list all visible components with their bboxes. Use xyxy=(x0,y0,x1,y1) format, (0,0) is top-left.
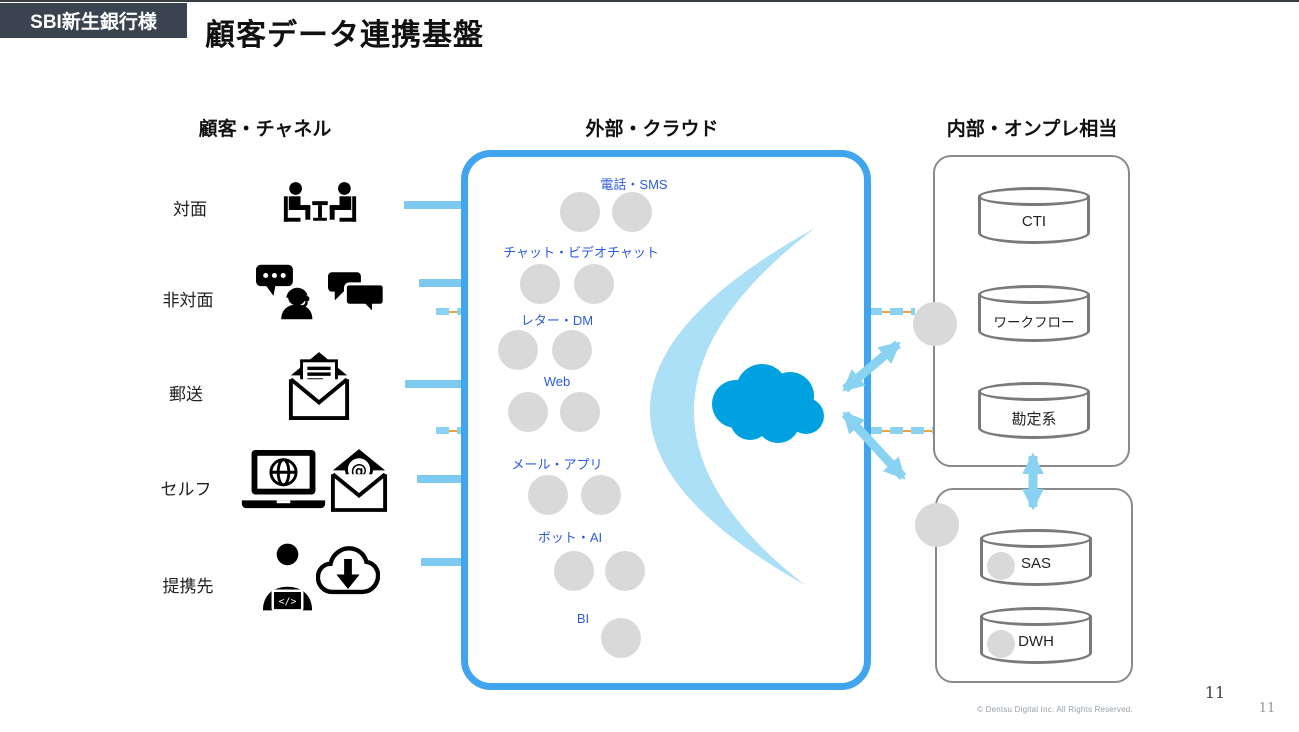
service-label-phone-sms: 電話・SMS xyxy=(600,177,668,192)
service-label-web: Web xyxy=(543,374,571,389)
service-circle xyxy=(560,392,600,432)
service-circle xyxy=(605,551,645,591)
laptop-globe-icon xyxy=(241,450,326,510)
page-number-secondary: 11 xyxy=(1258,701,1276,716)
service-label-chat: チャット・ビデオチャット xyxy=(503,245,659,260)
service-circle xyxy=(498,330,538,370)
cloud-download-icon xyxy=(316,545,380,602)
at-envelope-icon: @ xyxy=(330,448,388,514)
service-circle xyxy=(574,264,614,304)
service-circle xyxy=(528,475,568,515)
column-header-cloud: 外部・クラウド xyxy=(585,119,719,140)
service-circle xyxy=(552,330,592,370)
dwh-label: DWH xyxy=(1018,633,1054,650)
channel-label-taimen: 対面 xyxy=(173,200,207,219)
gateway-circle-top xyxy=(913,302,957,346)
service-circle xyxy=(520,264,560,304)
column-header-internal: 内部・オンプレ相当 xyxy=(946,119,1118,140)
slide-top-border xyxy=(0,0,1299,2)
service-label-mail-app: メール・アプリ xyxy=(511,457,603,472)
chat-bubbles-icon xyxy=(328,272,388,319)
svg-text:</>: </> xyxy=(279,597,297,608)
service-circle xyxy=(601,618,641,658)
page-number: 11 xyxy=(1204,683,1226,702)
dashed-link-left-2 xyxy=(436,427,462,434)
open-mail-icon xyxy=(287,352,351,422)
client-badge: SBI新生銀行様 xyxy=(0,3,187,38)
sas-database: SAS xyxy=(980,529,1092,586)
service-circle xyxy=(508,392,548,432)
workflow-label: ワークフロー xyxy=(993,315,1075,330)
accounting-label: 勘定系 xyxy=(1011,411,1057,428)
service-circle xyxy=(581,475,621,515)
cti-database: CTI xyxy=(978,187,1090,244)
dashed-link-right-2 xyxy=(869,427,939,434)
copyright-text: © Dentsu Digital Inc. All Rights Reserve… xyxy=(977,705,1133,714)
connector-yuso xyxy=(405,380,464,388)
dwh-node-circle xyxy=(987,630,1015,658)
internal-bottom-box: SAS DWH xyxy=(935,488,1133,683)
workflow-database: ワークフロー xyxy=(978,285,1090,342)
dwh-database: DWH xyxy=(980,607,1092,664)
channel-label-yuso: 郵送 xyxy=(169,385,203,404)
service-label-letter-dm: レター・DM xyxy=(520,313,594,328)
connector-teikei xyxy=(421,558,464,566)
connector-self xyxy=(417,475,464,483)
gateway-circle-bottom xyxy=(915,503,959,547)
developer-icon: </> xyxy=(259,541,316,611)
accounting-database: 勘定系 xyxy=(978,382,1090,439)
service-circle xyxy=(612,192,652,232)
service-label-bot-ai: ボット・AI xyxy=(537,530,603,545)
service-label-bi: BI xyxy=(576,611,590,626)
support-agent-icon xyxy=(256,264,324,320)
salesforce-wordmark: salesforce xyxy=(727,395,809,414)
dashed-link-right-1 xyxy=(869,308,915,315)
page-title: 顧客データ連携基盤 xyxy=(205,19,484,52)
meeting-icon xyxy=(280,180,360,238)
channel-label-teikei: 提携先 xyxy=(162,577,214,596)
connector-hitaimen xyxy=(419,279,464,287)
service-circle xyxy=(554,551,594,591)
service-circle xyxy=(560,192,600,232)
sas-label: SAS xyxy=(1020,555,1051,572)
channel-label-self: セルフ xyxy=(160,480,212,499)
internal-top-box: CTI ワークフロー 勘定系 xyxy=(933,155,1130,467)
column-header-channels: 顧客・チャネル xyxy=(198,119,332,140)
connector-taimen xyxy=(404,201,464,209)
sas-node-circle xyxy=(987,552,1015,580)
dashed-link-left-1 xyxy=(436,308,462,315)
cti-label: CTI xyxy=(1021,213,1047,230)
channel-label-hitaimen: 非対面 xyxy=(162,291,214,310)
